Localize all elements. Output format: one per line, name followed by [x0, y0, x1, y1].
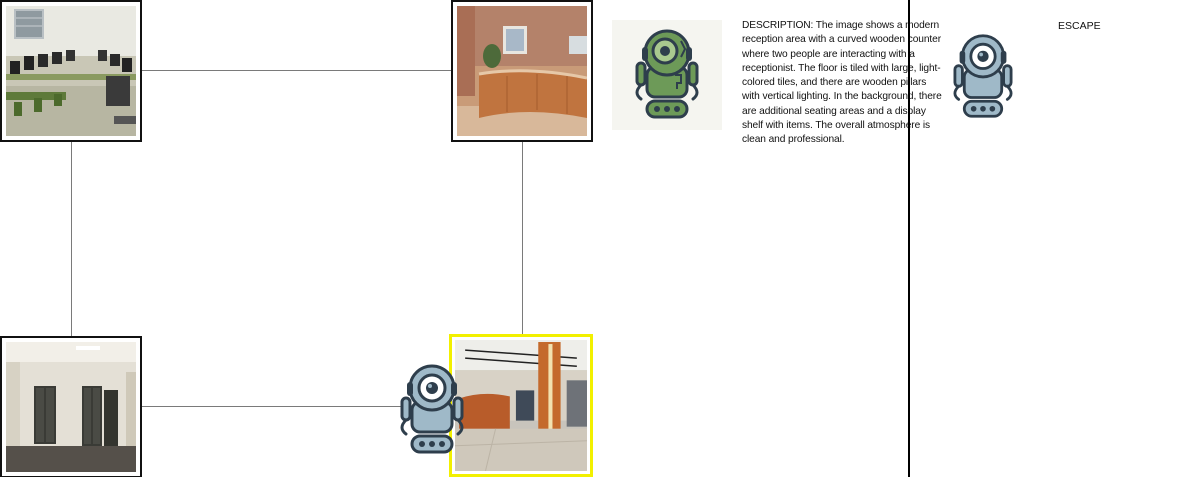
room-lobby-current[interactable] [449, 334, 593, 477]
edge-bottom [142, 406, 453, 407]
room-photo-computer-lab [6, 6, 136, 136]
room-photo-lobby [455, 340, 587, 471]
room-description: DESCRIPTION: The image shows a modern re… [742, 20, 942, 146]
panel-divider [908, 0, 910, 477]
edge-right [522, 142, 523, 335]
room-reception-counter[interactable] [451, 0, 593, 142]
room-photo-locker-room [6, 342, 136, 472]
room-photo-reception-counter [457, 6, 587, 136]
green-robot-icon [629, 27, 705, 121]
agent-robot-icon [394, 362, 470, 456]
panel-robot-image [612, 20, 722, 130]
escape-button[interactable]: ESCAPE [1058, 20, 1101, 32]
edge-left [71, 142, 72, 337]
room-locker-room[interactable] [0, 336, 142, 477]
room-computer-lab[interactable] [0, 0, 142, 142]
escape-robot-icon[interactable] [947, 32, 1019, 120]
edge-top [142, 70, 453, 71]
